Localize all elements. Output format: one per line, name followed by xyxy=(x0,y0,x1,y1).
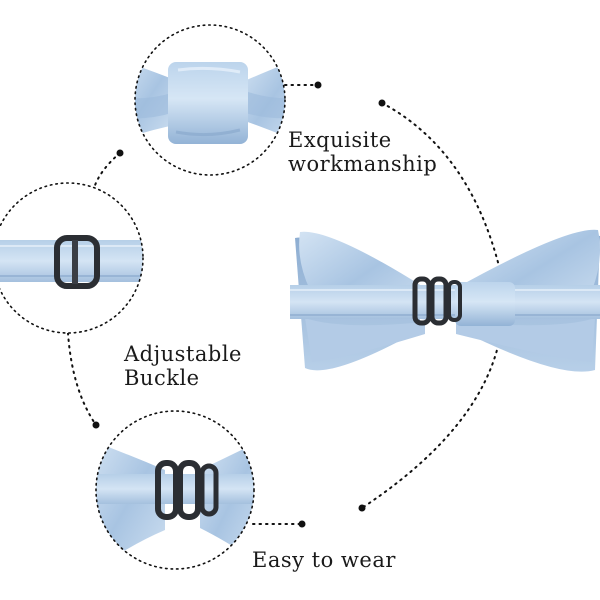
connector-arc xyxy=(67,332,97,426)
connector-dot xyxy=(116,149,124,157)
detail-circle-workmanship xyxy=(134,24,286,176)
feature-label-line: workmanship xyxy=(288,152,438,177)
connector-arc xyxy=(93,152,121,189)
detail-circle-buckle xyxy=(0,182,144,334)
feature-label-workmanship: Exquisite workmanship xyxy=(288,128,437,176)
feature-label-line: Buckle xyxy=(124,366,200,391)
detail-circle-wear xyxy=(95,410,255,570)
feature-label-buckle: Adjustable Buckle xyxy=(124,342,242,390)
feature-label-line: Easy to wear xyxy=(252,548,396,572)
feature-label-wear: Easy to wear xyxy=(252,548,396,572)
connector-dot xyxy=(92,421,100,429)
connector-dot xyxy=(358,504,366,512)
connector-arc xyxy=(361,102,505,509)
connector-dot xyxy=(378,99,386,107)
feature-label-line: Adjustable xyxy=(124,342,242,366)
connector-dot xyxy=(298,520,306,528)
bow-tie-product xyxy=(290,229,600,372)
feature-label-line: Exquisite xyxy=(288,128,392,152)
connector-dot xyxy=(314,81,322,89)
